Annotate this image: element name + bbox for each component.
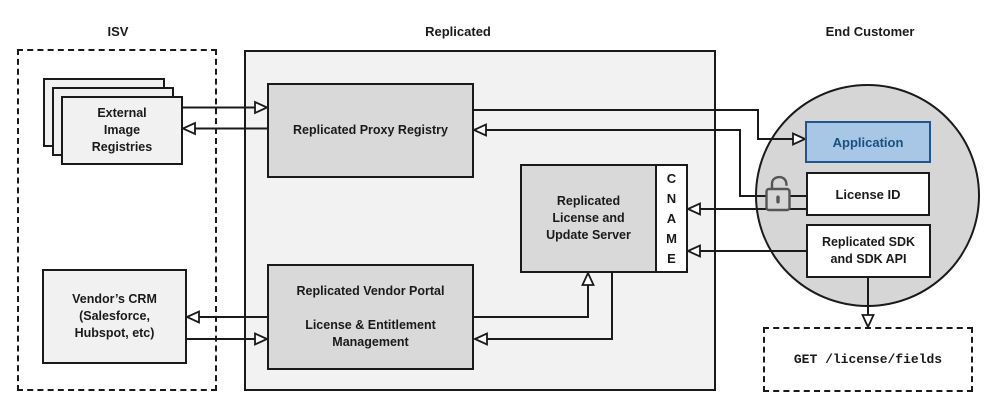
vendor-portal-node: Replicated Vendor Portal License & Entit… xyxy=(267,264,474,370)
proxy-registry-node: Replicated Proxy Registry xyxy=(267,83,474,178)
isv-section-label: ISV xyxy=(107,24,129,39)
vendors-crm-node: Vendor’s CRM (Salesforce, Hubspot, etc) xyxy=(42,269,187,364)
registry-sheet-front: External Image Registries xyxy=(61,96,183,165)
get-license-fields-endpoint: GET /license/fields xyxy=(763,327,973,392)
replicated-sdk-node: Replicated SDK and SDK API xyxy=(806,224,931,278)
license-id-node: License ID xyxy=(806,172,930,216)
cname-node: C N A M E xyxy=(655,164,688,273)
application-node: Application xyxy=(805,121,931,163)
end-customer-section-label: End Customer xyxy=(825,24,915,39)
external-image-registries: External Image Registries xyxy=(43,78,183,165)
edge-arrowhead-sdk-to-get-endpoint xyxy=(861,314,875,330)
replicated-section-label: Replicated xyxy=(425,24,491,39)
license-update-server-node: Replicated License and Update Server xyxy=(520,164,657,273)
